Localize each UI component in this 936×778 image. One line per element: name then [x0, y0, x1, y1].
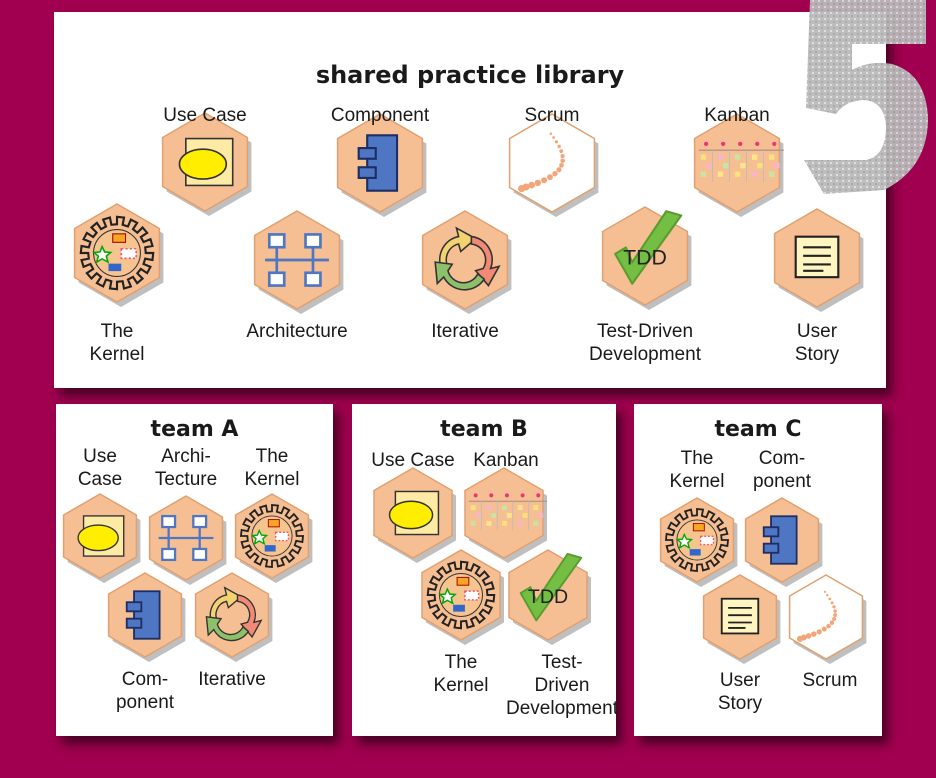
use-case-icon — [77, 515, 125, 557]
library-item-5-label: Architecture — [246, 321, 348, 342]
kernel-icon — [426, 560, 496, 630]
library-iterative-hexagon — [421, 210, 512, 314]
architecture-icon — [265, 233, 329, 287]
library-item-3-label: Kanban — [704, 105, 770, 126]
tdd-text: TDD — [528, 586, 568, 608]
scrum-icon — [796, 590, 838, 643]
team-c-user-story-hexagon — [702, 574, 781, 664]
team-a-component-hexagon — [107, 572, 186, 662]
library-component-hexagon — [336, 113, 427, 217]
team-a-kernel-hexagon — [234, 493, 313, 583]
kanban-icon — [698, 141, 784, 183]
team-a-item-3-label: Com-ponent — [115, 669, 175, 713]
team-b-item-1-label: Kanban — [473, 450, 539, 471]
team-c-title: team C — [714, 417, 802, 442]
page-number-five — [804, 0, 928, 194]
user-story-icon — [794, 235, 840, 279]
library-tdd-hexagon: TDD — [601, 206, 692, 310]
library-item-1-label: Component — [330, 105, 430, 126]
team-c-component-hexagon — [744, 497, 823, 587]
iterative-icon — [434, 226, 501, 291]
library-kanban-hexagon — [693, 113, 784, 217]
team-c-kernel-hexagon — [659, 497, 738, 587]
library-kernel-hexagon — [73, 203, 164, 307]
component-icon — [125, 590, 161, 640]
team-a-item-4-label: Iterative — [198, 669, 266, 690]
user-story-icon — [720, 597, 760, 635]
team-b-kernel-hexagon — [421, 549, 504, 645]
library-item-2-label: Scrum — [524, 105, 580, 126]
team-c-scrum-hexagon — [788, 574, 867, 664]
kernel-icon — [79, 215, 155, 291]
team-b-use-case-hexagon — [373, 467, 456, 563]
use-case-icon — [388, 490, 440, 536]
tdd-icon: TDD — [614, 210, 683, 285]
library-item-6-label: Iterative — [431, 321, 499, 342]
library-use-case-hexagon — [161, 112, 252, 216]
team-b-tdd-hexagon: TDD — [508, 549, 591, 645]
team-b-item-0-label: Use Case — [371, 450, 455, 471]
team-c-panel: team C — [634, 404, 882, 736]
kanban-icon — [468, 493, 548, 531]
team-a-iterative-hexagon — [194, 572, 273, 662]
team-a-item-1-label: Archi-Tecture — [154, 446, 218, 490]
team-a-architecture-hexagon — [148, 495, 227, 585]
tdd-icon: TDD — [519, 552, 583, 622]
component-icon — [357, 134, 399, 192]
team-b-title: team B — [440, 417, 528, 442]
library-scrum-hexagon — [508, 113, 599, 217]
team-c-item-1-label: Com-ponent — [752, 448, 812, 492]
library-title: shared practice library — [315, 61, 625, 89]
team-c-item-3-label: Scrum — [802, 670, 858, 691]
component-icon — [762, 515, 798, 565]
team-a-use-case-hexagon — [62, 493, 141, 583]
kernel-icon — [664, 507, 730, 573]
library-architecture-hexagon — [253, 210, 344, 314]
use-case-icon — [178, 137, 234, 187]
library-user-story-hexagon — [773, 208, 864, 312]
tdd-text: TDD — [623, 246, 667, 270]
library-item-0-label: Use Case — [163, 105, 247, 126]
team-a-title: team A — [150, 417, 239, 442]
team-b-kanban-hexagon — [464, 467, 548, 563]
architecture-icon — [158, 514, 214, 562]
kernel-icon — [239, 503, 305, 569]
iterative-icon — [205, 586, 263, 642]
scrum-icon — [518, 132, 565, 193]
